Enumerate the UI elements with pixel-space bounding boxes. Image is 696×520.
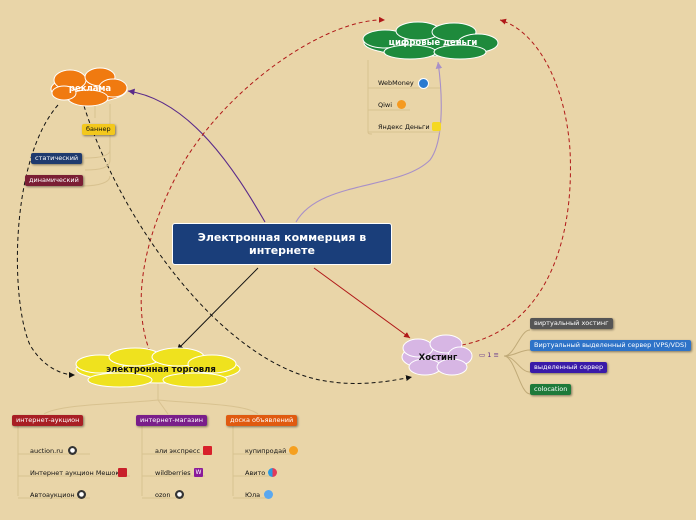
avito-icon — [268, 468, 277, 477]
branch-ecommerce — [176, 267, 259, 351]
wildberries-icon: W — [194, 468, 203, 477]
auction-group[interactable]: интернет-аукцион — [12, 415, 84, 426]
list-icon: ≡ — [493, 351, 499, 359]
central-topic-title: Электронная коммерция в интернете — [197, 231, 367, 257]
classifieds-group[interactable]: доска объявлений — [226, 415, 298, 426]
hosting-badge-count: 1 — [487, 351, 492, 359]
branch-reklama — [127, 88, 266, 223]
relation-ecommerce-to-digital — [140, 16, 386, 353]
reklama-cloud — [50, 67, 128, 107]
qiwi-icon — [397, 100, 406, 109]
digital-money-cloud — [362, 21, 499, 60]
relation-reklama-to-ecommerce — [16, 104, 76, 378]
dynamic-node[interactable]: динамический — [25, 175, 83, 186]
yandex-money-icon — [432, 122, 441, 131]
branch-hosting — [313, 267, 411, 339]
virtual-hosting-node[interactable]: виртуальный хостинг — [530, 318, 613, 329]
dedicated-server-node[interactable]: выделенный сервер — [530, 362, 608, 373]
digital-money-topic[interactable]: цифровые деньги — [388, 38, 478, 48]
ecommerce-cloud — [75, 347, 241, 388]
banner-node[interactable]: баннер — [82, 124, 115, 135]
yula-item[interactable]: Юла — [245, 491, 261, 499]
autoauction-item[interactable]: Автоаукцион — [30, 491, 75, 499]
aliexpress-item[interactable]: али экспресс — [155, 447, 201, 455]
comment-icon: ▭ — [479, 351, 486, 359]
webmoney-item[interactable]: WebMoney — [378, 79, 414, 87]
hosting-topic[interactable]: Хостинг — [418, 353, 458, 363]
qiwi-item[interactable]: Qiwi — [378, 101, 393, 109]
webmoney-icon — [418, 78, 429, 89]
yandex-money-item[interactable]: Яндекс Деньги — [378, 123, 430, 131]
globe-icon: ● — [77, 490, 86, 499]
kupiprodai-icon — [289, 446, 298, 455]
reklama-topic[interactable]: реклама — [68, 84, 112, 94]
meshok-item[interactable]: Интернет аукцион Мешок — [30, 469, 120, 477]
central-topic[interactable]: Электронная коммерция в интернете — [172, 223, 392, 265]
hosting-badge[interactable]: ▭ 1 ≡ — [479, 351, 499, 359]
wildberries-item[interactable]: wildberries — [155, 469, 191, 477]
ecommerce-topic[interactable]: электронная торговля — [106, 365, 216, 375]
relation-hosting-to-digital — [461, 18, 571, 346]
vps-node[interactable]: Виртуальный выделенный сервер (VPS/VDS) — [530, 340, 691, 351]
auction-ru-item[interactable]: auction.ru — [30, 447, 63, 455]
globe-icon: ● — [68, 446, 77, 455]
hosting-cloud — [401, 334, 473, 376]
avito-item[interactable]: Авито — [245, 469, 266, 477]
yula-icon — [264, 490, 273, 499]
meshok-icon — [118, 468, 127, 477]
branch-digital-money — [295, 61, 443, 223]
globe-icon: ● — [175, 490, 184, 499]
kupiprodai-item[interactable]: купипродай — [245, 447, 287, 455]
static-node[interactable]: статический — [31, 153, 83, 164]
colocation-node[interactable]: colocation — [530, 384, 572, 395]
ozon-item[interactable]: ozon — [155, 491, 171, 499]
relation-ecommerce-to-hosting — [83, 105, 413, 384]
shop-group[interactable]: интернет-магазин — [136, 415, 207, 426]
aliexpress-icon — [203, 446, 212, 455]
